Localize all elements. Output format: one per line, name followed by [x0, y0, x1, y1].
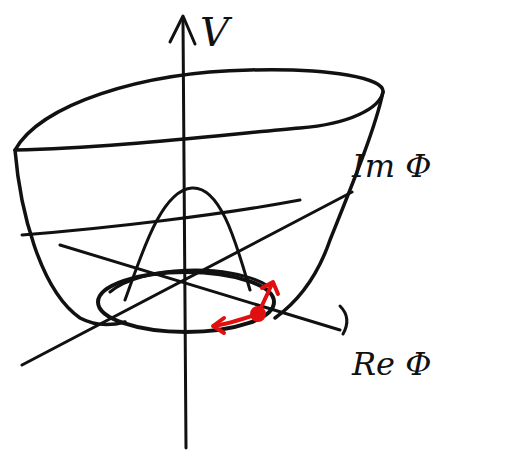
central-hump [125, 188, 250, 300]
axis-label: Im Φ [352, 150, 431, 182]
bowl-right-side [275, 92, 383, 318]
v-axis [183, 20, 186, 448]
axis-label: Re Φ [352, 348, 431, 380]
axis-arrowhead [170, 16, 195, 44]
goldstone-arrows [213, 282, 278, 333]
axis-label: V [200, 12, 229, 52]
vacuum-ring [98, 272, 274, 332]
bowl-rim [15, 70, 383, 150]
vacuum-ring-back [110, 270, 268, 292]
bowl-left-side [15, 150, 125, 325]
re-axis [60, 245, 340, 330]
im-axis [22, 192, 352, 365]
re-axis-hook [340, 306, 347, 334]
contour-line [22, 200, 300, 235]
